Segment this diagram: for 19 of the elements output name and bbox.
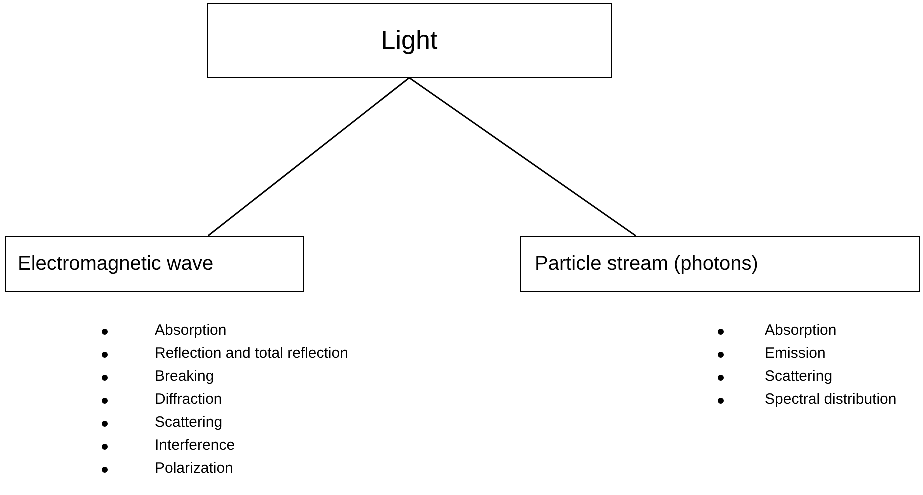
node-label: Particle stream (photons) [535, 252, 758, 276]
list-item: Breaking [155, 368, 214, 385]
list-item: Absorption [155, 322, 227, 339]
list-item: Scattering [765, 368, 833, 385]
list-item: Absorption [765, 322, 837, 339]
connector-line [208, 77, 410, 237]
label-box [520, 236, 920, 292]
label-box [5, 236, 304, 292]
list-item: Interference [155, 437, 236, 454]
list-item: Reflection and total reflection [155, 345, 348, 362]
list-item: Emission [765, 345, 826, 362]
list-item: Polarization [155, 460, 234, 477]
connector-line [409, 77, 636, 237]
list-item: Scattering [155, 414, 223, 431]
label-box [207, 3, 612, 78]
node-label: Light [381, 25, 438, 56]
node-label: Electromagnetic wave [18, 252, 214, 276]
list-item: Spectral distribution [765, 391, 897, 408]
list-item: Diffraction [155, 391, 222, 408]
